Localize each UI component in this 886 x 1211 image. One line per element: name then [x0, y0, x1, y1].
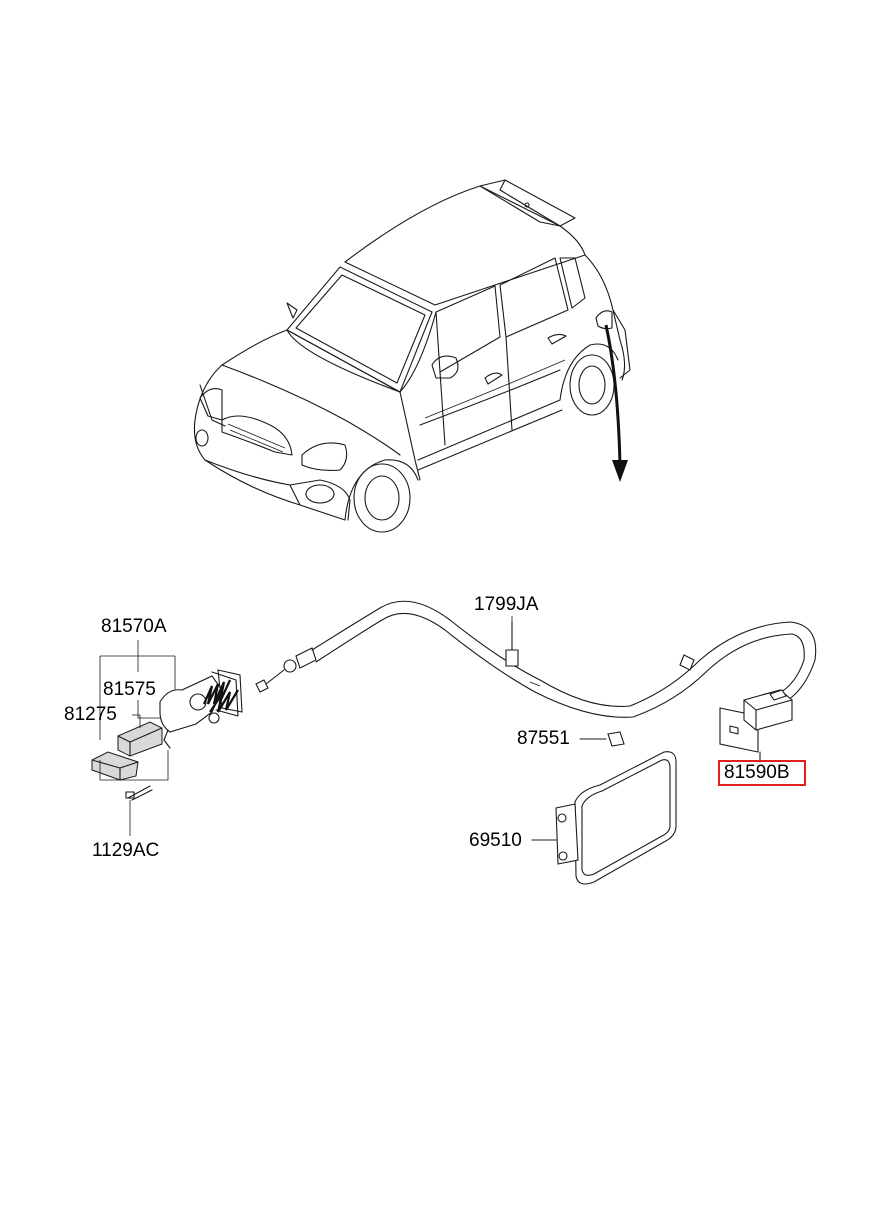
part-label-81570A[interactable]: 81570A [101, 616, 167, 637]
latch-assembly-drawing [91, 669, 243, 801]
part-label-1129AC[interactable]: 1129AC [92, 840, 160, 861]
release-cable-drawing [255, 600, 817, 718]
fuel-filler-door-drawing [531, 751, 677, 885]
part-label-1799JA[interactable]: 1799JA [474, 594, 539, 615]
bumper-stop-drawing [579, 731, 625, 747]
part-label-69510[interactable]: 69510 [469, 830, 522, 851]
highlight-box [718, 760, 806, 786]
vehicle-illustration [193, 179, 631, 533]
part-label-81275[interactable]: 81275 [64, 704, 117, 725]
part-label-87551[interactable]: 87551 [517, 728, 570, 749]
leader-lines [99, 616, 513, 836]
part-label-81590B[interactable]: 81590B [724, 762, 790, 783]
arrow-down-icon [604, 324, 628, 482]
release-handle-drawing [719, 689, 793, 763]
part-label-81575[interactable]: 81575 [103, 679, 156, 700]
